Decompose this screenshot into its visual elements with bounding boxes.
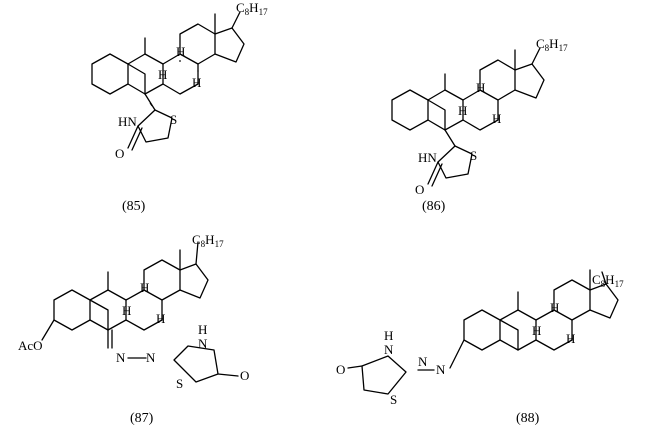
ring-a-88 [463,309,519,351]
co-bond-88 [347,365,363,369]
ring-c2-85 [179,23,216,65]
ring-d-88 [589,283,619,319]
n2-label-87: N [146,350,156,365]
side-chain-bond-87 [195,241,199,265]
h-label-85-c: H [192,75,201,90]
c3-n-bond-88 [449,339,465,369]
co-bond2-85 [131,127,143,151]
ring-a-85 [91,53,146,95]
ring-c-88 [535,309,573,351]
n1-label-88: N [436,362,446,377]
o-label-85: O [115,146,124,161]
o-label-87: O [240,368,249,383]
h-label-87-c: H [156,311,165,326]
side-chain-bond-85 [231,11,241,29]
ring-d-87 [179,263,209,299]
co-bond-86 [427,161,439,185]
co-bond2-86 [431,163,443,187]
co-bond-87 [217,373,239,377]
aco-bond-87 [41,319,55,341]
spiro-bond-85 [144,93,156,111]
ring-d-85 [214,27,245,63]
side-chain-bond-88 [601,271,607,285]
compound-87: H H H C8H17 AcO N N H N S O (87) [18,232,249,426]
compound-label-87: (87) [130,411,154,426]
o-label-86: O [415,182,424,197]
compound-88: H H H C8H17 O H N S N N (88) [336,269,624,426]
ring-b-85 [144,53,164,95]
nh-h-label-88: H [384,328,393,343]
s-label-87: S [176,376,183,391]
side-chain-label-88: C8H17 [592,272,624,289]
compound-label-85: (85) [122,199,146,214]
thiazolidinone-88 [361,355,407,395]
nh-n-label-87: N [198,336,208,351]
ring-b-86 [444,89,464,131]
s-label-88: S [390,392,397,407]
nh-label-85: HN [118,114,137,129]
s-label-86: S [470,148,477,163]
ring-b-87 [107,289,127,331]
compound-label-86: (86) [422,199,446,214]
compound-85: H H H C8H17 HN S O (85) [91,0,268,214]
h-label-87-a: H [140,280,149,295]
ring-c2-86 [479,59,516,101]
hash-bonds-85 [149,60,199,107]
co-bond-85 [127,125,139,149]
thiazolidinone-86 [437,145,473,179]
h-label-86-b: H [458,103,467,118]
o-label-88: O [336,362,345,377]
spiro-bond-86 [444,129,456,147]
compound-label-88: (88) [516,411,540,426]
ring-a-86 [391,89,446,131]
thiazolidinone-87 [173,345,219,383]
ring-c2-88 [553,279,591,321]
ring-c-85 [162,53,199,95]
side-chain-label-85: C8H17 [236,0,268,17]
h-label-88-b: H [532,323,541,338]
h-label-88-c: H [566,331,575,346]
h-label-86-c: H [492,111,501,126]
side-chain-label-87: C8H17 [192,232,224,249]
compound-86: H H H C8H17 HN S O (86) [391,36,568,214]
aco-label-87: AcO [18,338,43,353]
ring-c2-87 [143,259,181,301]
h-label-85-a: H [176,44,185,59]
h-label-85-b: H [158,67,167,82]
ring-a-87 [53,289,109,331]
h-label-87-b: H [122,303,131,318]
nh-n-label-88: N [384,342,394,357]
ring-c-87 [125,289,163,331]
nh-h-label-87: H [198,322,207,337]
thiazolidinone-85 [137,109,173,143]
n2-label-88: N [418,354,428,369]
ring-b-88 [517,309,537,351]
h-label-88-a: H [550,300,559,315]
ring-c-86 [462,89,499,131]
h-label-86-a: H [476,80,485,95]
side-chain-bond-86 [531,47,541,65]
ring-d-86 [514,63,545,99]
n1-label-87: N [116,350,126,365]
nh-label-86: HN [418,150,437,165]
side-chain-label-86: C8H17 [536,36,568,53]
s-label-85: S [170,112,177,127]
